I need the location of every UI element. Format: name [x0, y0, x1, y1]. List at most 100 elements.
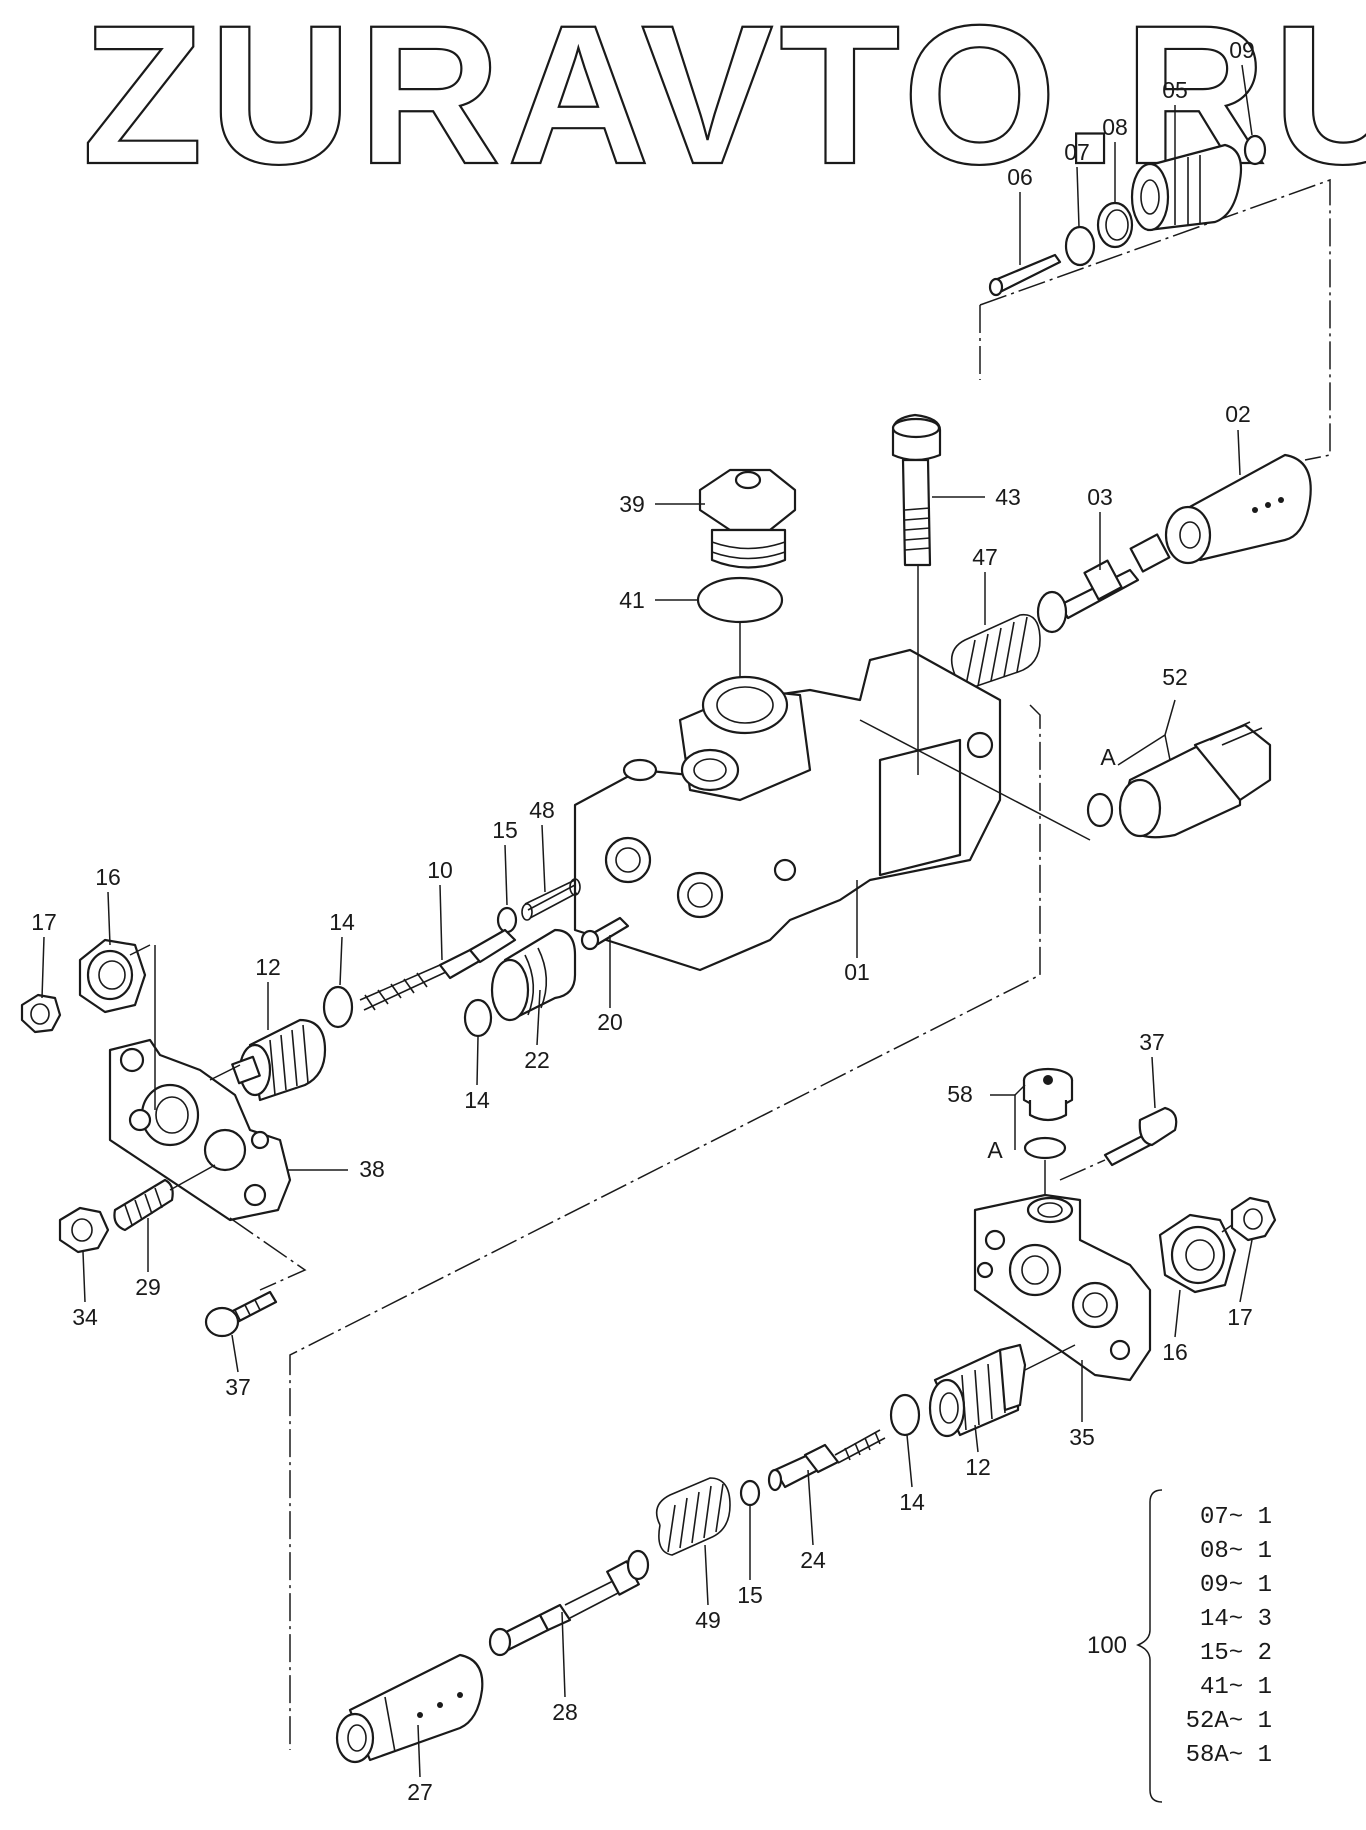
leader-body-52 [859, 719, 1091, 841]
leader-16-left [107, 891, 111, 946]
part-15-o-ring-upper [496, 906, 518, 934]
label-39: 39 [619, 491, 645, 517]
label-38: 38 [359, 1156, 385, 1182]
part-47-spring [950, 613, 1041, 691]
leader-17-16-right [1221, 1224, 1233, 1233]
leader-14-upper [339, 936, 343, 986]
label-52: 52 [1162, 664, 1188, 690]
label-28: 28 [552, 1699, 578, 1725]
leader-52 [1117, 699, 1176, 766]
part-49-spring [655, 1477, 731, 1556]
kit-item: 15~ 2 [1200, 1640, 1272, 1667]
label-58: 58 [947, 1081, 973, 1107]
leader-12-lower [974, 1424, 979, 1453]
label-37-left: 37 [225, 1374, 251, 1400]
part-01-valve-body [573, 648, 1002, 972]
label-20: 20 [597, 1009, 623, 1035]
leader-48 [541, 824, 546, 893]
kit-number: 100 [1087, 1632, 1127, 1659]
leader-17-left [41, 936, 45, 999]
part-28-spool [488, 1549, 650, 1657]
part-22-piston [490, 928, 577, 1022]
part-14-o-ring-mid [463, 998, 493, 1038]
part-03-spool [1036, 533, 1171, 634]
leader-58-b [1014, 1084, 1026, 1096]
part-10-spool [359, 928, 517, 1011]
assembly-line-left-bolt [229, 1217, 307, 1291]
label-05: 05 [1162, 77, 1188, 103]
label-12-lower: 12 [965, 1454, 991, 1480]
part-24-spool [767, 1429, 886, 1492]
part-06-pin [988, 253, 1062, 297]
leader-38-12 [209, 1064, 241, 1081]
part-35-flange-right [973, 1193, 1152, 1382]
label-35: 35 [1069, 1424, 1095, 1450]
leader-17-right [1239, 1239, 1253, 1303]
label-43: 43 [995, 484, 1021, 510]
label-12-upper: 12 [255, 954, 281, 980]
kit-brace [1136, 1489, 1163, 1803]
leader-34 [82, 1251, 86, 1303]
leader-27 [417, 1724, 421, 1778]
label-06: 06 [1007, 164, 1033, 190]
label-a-lower: A [987, 1137, 1003, 1163]
label-08: 08 [1102, 114, 1128, 140]
leader-14-lower [906, 1434, 913, 1488]
label-29: 29 [135, 1274, 161, 1300]
label-09: 09 [1229, 37, 1255, 63]
part-48-spring [521, 878, 581, 921]
label-14-lower: 14 [899, 1489, 925, 1515]
label-22: 22 [524, 1047, 550, 1073]
label-14-upper: 14 [329, 909, 355, 935]
leader-24 [807, 1469, 814, 1546]
part-34-nut [58, 1206, 110, 1254]
label-17-left: 17 [31, 909, 57, 935]
label-16-left: 16 [95, 864, 121, 890]
leader-16-right [1174, 1289, 1181, 1338]
leader-16-38b [129, 944, 151, 956]
label-03: 03 [1087, 484, 1113, 510]
seal-kit-table: 100 07~ 1 08~ 1 09~ 1 14~ 3 15~ 2 41~ 1 … [1087, 1489, 1272, 1803]
label-07: 07 [1064, 139, 1090, 165]
leader-37-left [231, 1334, 239, 1373]
part-07-o-ring [1064, 225, 1096, 267]
label-15-lower: 15 [737, 1582, 763, 1608]
part-12-plug-left [231, 1018, 327, 1102]
label-34: 34 [72, 1304, 98, 1330]
watermark-text: ZURAVTO.RU [82, 0, 1366, 205]
label-02: 02 [1225, 401, 1251, 427]
leader-37-right [1151, 1056, 1156, 1109]
part-20-pin [580, 916, 630, 951]
kit-item: 09~ 1 [1200, 1572, 1272, 1599]
label-27: 27 [407, 1779, 433, 1805]
label-47: 47 [972, 544, 998, 570]
kit-item: 52A~ 1 [1186, 1708, 1272, 1735]
assembly-line-center [289, 704, 1041, 1750]
part-17-nut-right [1230, 1196, 1277, 1242]
part-05-plug [1130, 143, 1243, 232]
leader-49 [704, 1544, 709, 1606]
part-58-o-ring [1023, 1136, 1067, 1160]
part-37-bolt-right [1103, 1106, 1178, 1167]
kit-item: 14~ 3 [1200, 1606, 1272, 1633]
leader-22 [536, 989, 541, 1046]
assembly-line-upper-right [979, 178, 1331, 461]
part-12-plug-right [928, 1343, 1027, 1438]
leader-29-flange [169, 1164, 216, 1191]
leader-09 [1241, 64, 1253, 136]
leader-52-b [1164, 734, 1171, 761]
part-14-o-ring-left [322, 985, 354, 1029]
label-10: 10 [427, 857, 453, 883]
label-14-mid: 14 [464, 1087, 490, 1113]
leader-12-flange [1024, 1344, 1076, 1371]
assembly-line-right-bolt [1059, 1159, 1106, 1181]
part-52-switch [1086, 721, 1272, 839]
part-41-o-ring [696, 576, 784, 624]
leader-15-upper [504, 844, 508, 906]
part-29-spring [113, 1178, 174, 1232]
part-09-o-ring [1243, 134, 1267, 166]
label-17-right: 17 [1227, 1304, 1253, 1330]
label-24: 24 [800, 1547, 826, 1573]
part-02-sleeve [1164, 453, 1312, 565]
leader-02 [1237, 429, 1241, 476]
